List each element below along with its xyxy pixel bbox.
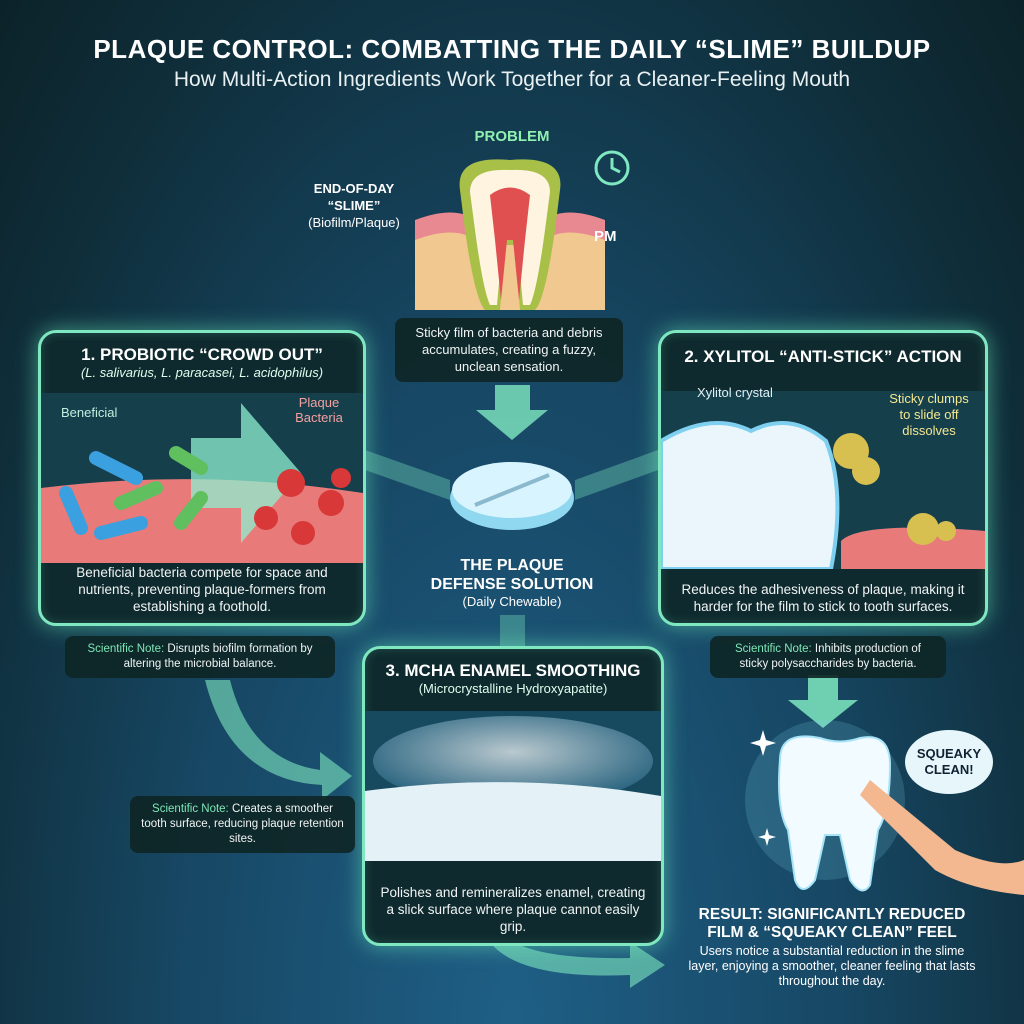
panel-xylitol-title: 2. XYLITOL “ANTI-STICK” ACTION [684,347,962,366]
note-probiotic: Scientific Note: Disrupts biofilm format… [65,636,335,678]
connector-bottom [500,615,525,648]
clock-icon [594,150,630,186]
enamel-smoothing-illustration [365,711,661,861]
arrow-curve-result [485,930,665,988]
solution-subtitle: (Daily Chewable) [462,594,562,609]
panel-mcha-subtitle: (Microcrystalline Hydroxyapatite) [418,681,608,696]
solution-title-1: THE PLAQUE [460,557,564,574]
clean-tooth-illustration [745,720,1024,895]
slime-callout: END-OF-DAY “SLIME” (Biofilm/Plaque) [298,180,410,231]
result-description: Users notice a substantial reduction in … [688,944,976,988]
note-label: Scientific Note: [87,643,165,655]
panel-probiotic-subtitle: (L. salivarius, L. paracasei, L. acidoph… [80,365,324,380]
note-xylitol: Scientific Note: Inhibits production of … [710,636,946,678]
result-title-2: FILM & “SQUEAKY CLEAN” FEEL [707,924,957,941]
panel-mcha-title: 3. MCHA ENAMEL SMOOTHING [385,661,641,680]
connector-right [575,450,658,500]
label-sticky-clumps: Sticky clumps to slide off dissolves [889,391,969,438]
panel-xylitol: 2. XYLITOL “ANTI-STICK” ACTION Xylitol c… [658,330,988,626]
slime-callout-title: END-OF-DAY “SLIME” [313,181,395,213]
note-label: Scientific Note: [152,803,229,815]
problem-description: Sticky film of bacteria and debris accum… [395,318,623,382]
chewable-tablet-illustration [450,462,574,530]
panel-mcha: 3. MCHA ENAMEL SMOOTHING (Microcrystalli… [362,646,664,946]
problem-label: PROBLEM [474,128,550,145]
result-title-1: RESULT: SIGNIFICANTLY REDUCED [698,906,966,923]
time-label: PM [594,228,617,245]
panel-probiotic: 1. PROBIOTIC “CROWD OUT” (L. salivarius,… [38,330,366,626]
result-block: RESULT: SIGNIFICANTLY REDUCED FILM & “SQ… [672,906,992,989]
label-plaque-bacteria: Plaque Bacteria [295,395,343,425]
page-subtitle: How Multi-Action Ingredients Work Togeth… [173,68,851,91]
note-mcha: Scientific Note: Creates a smoother toot… [130,796,355,853]
arrow-down-problem [476,385,548,440]
squeaky-clean-bubble: SQUEAKY CLEAN! [905,730,993,794]
xylitol-illustration [661,391,985,569]
label-xylitol-crystal: Xylitol crystal [697,385,773,400]
note-text: Inhibits production of sticky polysaccha… [739,643,922,670]
note-text: Creates a smoother tooth surface, reduci… [141,803,344,845]
label-beneficial: Beneficial [61,405,118,420]
note-label: Scientific Note: [734,643,812,655]
probiotic-illustration [41,393,363,563]
solution-title-2: DEFENSE SOLUTION [430,576,594,593]
connector-left [365,450,450,500]
arrow-curve-left [205,680,352,800]
panel-probiotic-description: Beneficial bacteria compete for space an… [76,565,328,614]
panel-xylitol-description: Reduces the adhesiveness of plaque, maki… [681,582,965,614]
arrow-down-result [788,675,858,728]
panel-mcha-description: Polishes and remineralizes enamel, creat… [380,885,646,934]
tooth-cross-section-illustration [415,159,605,310]
page-title: PLAQUE CONTROL: COMBATTING THE DAILY “SL… [93,34,931,64]
slime-callout-subtitle: (Biofilm/Plaque) [308,215,400,230]
panel-probiotic-title: 1. PROBIOTIC “CROWD OUT” [81,345,323,364]
solution-label: THE PLAQUE DEFENSE SOLUTION (Daily Chewa… [400,556,624,609]
note-text: Disrupts biofilm formation by altering t… [123,643,313,670]
